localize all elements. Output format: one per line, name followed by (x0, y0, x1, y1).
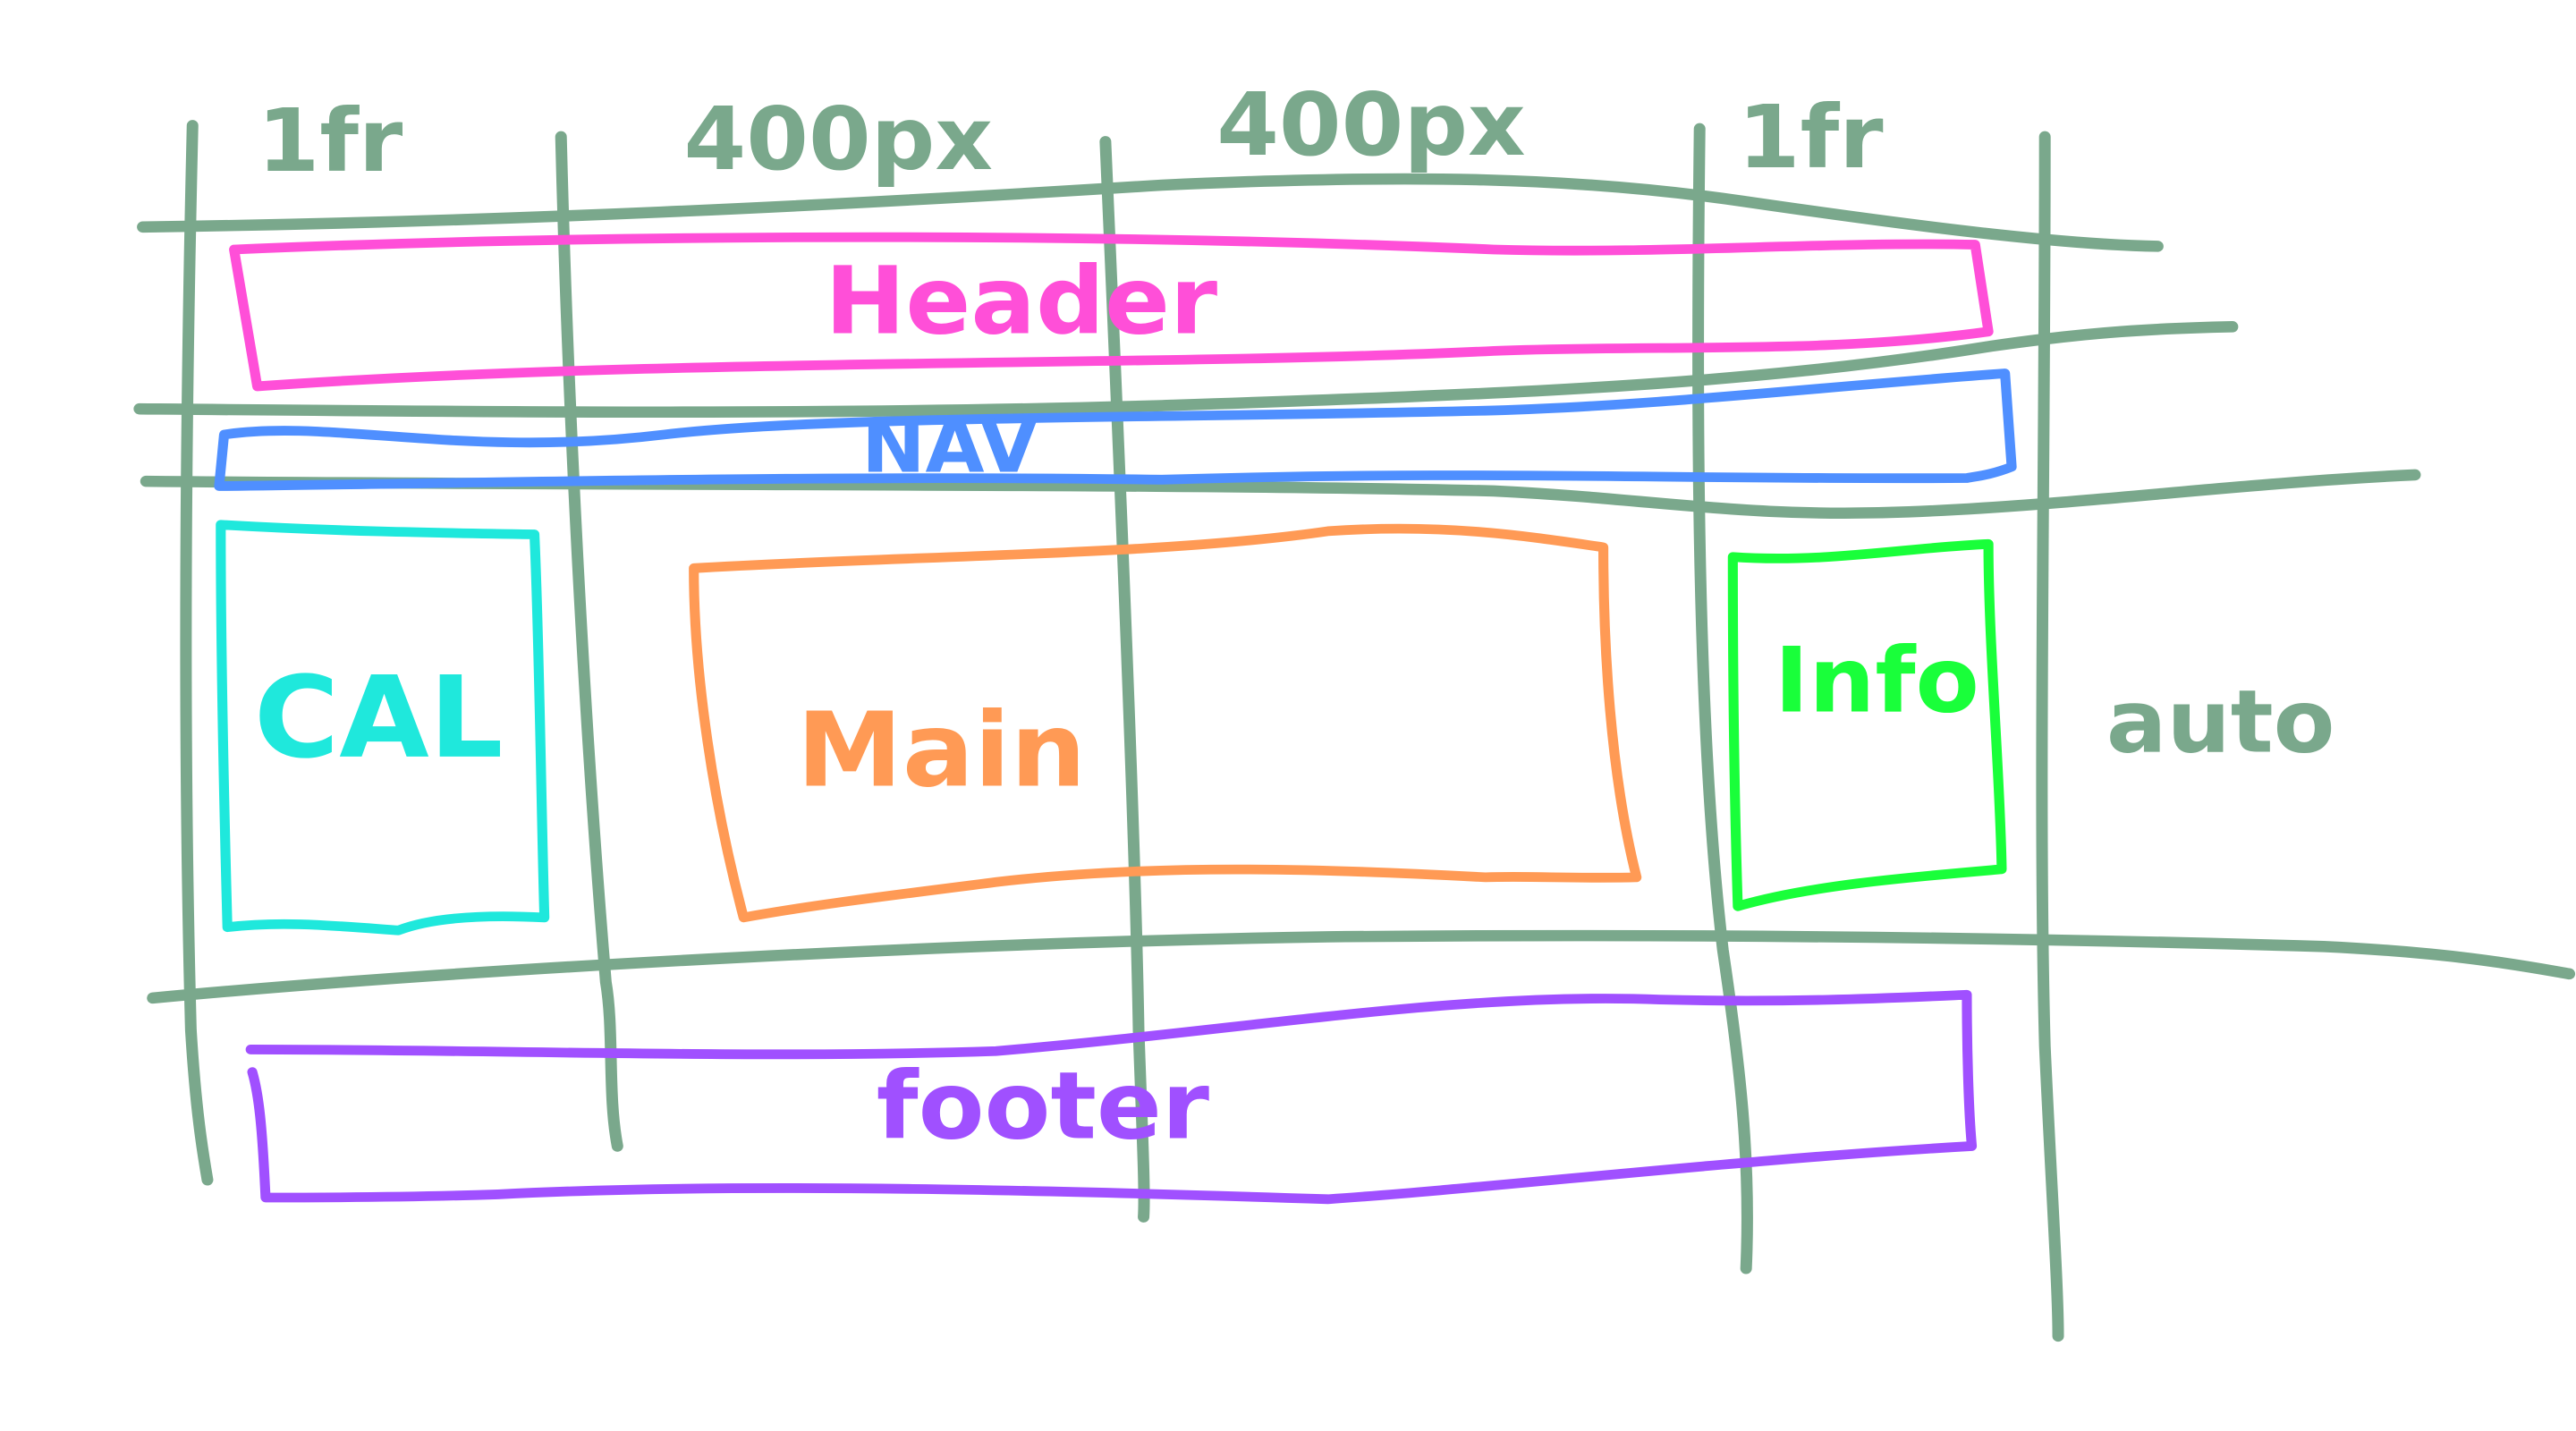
footer-label: footer (877, 1053, 1209, 1161)
row-size-labels: auto (2106, 672, 2335, 773)
main-area: Main (689, 523, 1642, 923)
grid-line-vertical-1 (180, 120, 214, 1186)
column-size-label-4: 1fr (1738, 88, 1884, 189)
main-label: Main (797, 690, 1087, 810)
row-size-label-1: auto (2106, 672, 2335, 773)
footer-area: footer (245, 989, 1978, 1205)
nav-label: NAV (861, 403, 1038, 489)
grid-line-horizontal-1 (137, 173, 2164, 252)
grid-line-vertical-5 (2036, 131, 2064, 1342)
grid-line-horizontal-2 (133, 321, 2239, 419)
column-size-labels: 1fr 400px 400px 1fr (258, 74, 1884, 191)
column-size-label-3: 400px (1216, 74, 1525, 175)
grid-line-horizontal-4 (147, 929, 2576, 1004)
header-label: Header (825, 248, 1217, 356)
info-label: Info (1775, 629, 1979, 733)
info-area: Info (1727, 538, 2007, 911)
main-box (689, 523, 1642, 923)
column-size-label-2: 400px (684, 89, 993, 190)
nav-area: NAV (214, 368, 2017, 491)
header-box (229, 232, 1994, 392)
cal-label: CAL (254, 653, 504, 784)
info-box (1727, 538, 2007, 911)
cal-box (216, 520, 550, 936)
column-size-label-1: 1fr (258, 90, 403, 191)
footer-box (245, 989, 1978, 1205)
header-area: Header (229, 232, 1994, 392)
cal-area: CAL (216, 520, 550, 936)
grid-line-vertical-2 (555, 131, 623, 1152)
grid-line-vertical-4 (1692, 123, 1753, 1274)
nav-box (214, 368, 2017, 491)
grid-lines (133, 120, 2576, 1342)
